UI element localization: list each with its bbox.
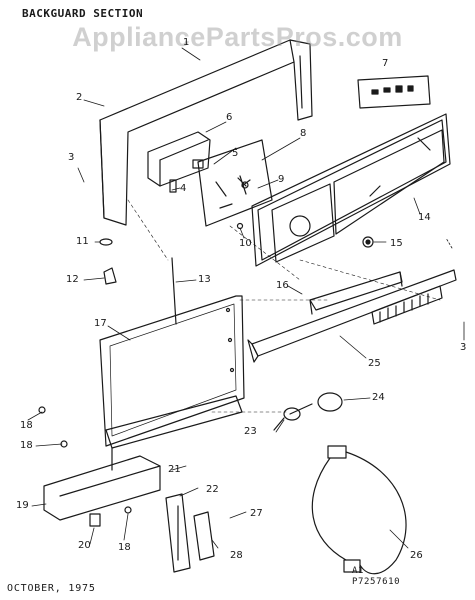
footer-code: A1 P7257610 [352, 566, 400, 588]
callout-22: 22 [206, 484, 219, 495]
part-11-washer [99, 238, 113, 246]
callout-28: 28 [230, 550, 243, 561]
part-25-trim-strip [247, 269, 457, 363]
part-12-spring [103, 267, 117, 285]
part-15-knob [362, 236, 374, 248]
callout-26: 26 [410, 550, 423, 561]
leader-lines [27, 47, 465, 549]
callout-17: 17 [94, 318, 107, 329]
part-5-clip [192, 159, 204, 169]
callout-8: 8 [300, 128, 307, 139]
callout-25: 25 [368, 358, 381, 369]
callout-10: 10 [239, 238, 252, 249]
callout-14: 14 [418, 212, 431, 223]
part-6-bracket [147, 131, 211, 187]
footer-part-number: P7257610 [352, 577, 401, 587]
part-19-end-cap [43, 455, 161, 521]
part-16-handle [309, 271, 403, 315]
callout-3b: 3 [460, 342, 467, 353]
callout-20: 20 [78, 540, 91, 551]
callout-3: 3 [68, 152, 75, 163]
callout-19: 19 [16, 500, 29, 511]
part-28-plate [193, 511, 215, 561]
callout-1: 1 [183, 37, 190, 48]
callout-18a: 18 [20, 420, 33, 431]
part-21-base-rail [105, 395, 243, 471]
part-20-fastener [89, 513, 101, 527]
callout-21: 21 [168, 464, 181, 475]
callout-2: 2 [76, 92, 83, 103]
section-title: BACKGUARD SECTION [22, 7, 144, 20]
part-17-back-panel [99, 295, 245, 447]
part-23-socket [273, 407, 301, 431]
part-24-lamp [289, 392, 343, 415]
callout-27: 27 [250, 508, 263, 519]
callout-11: 11 [76, 236, 89, 247]
callout-7: 7 [382, 58, 389, 69]
callout-6: 6 [226, 112, 233, 123]
callout-13: 13 [198, 274, 211, 285]
footer-date: OCTOBER, 1975 [7, 583, 96, 594]
watermark: AppliancePartsPros.com [72, 22, 403, 52]
callout-23: 23 [244, 426, 257, 437]
part-13-rod [171, 257, 177, 325]
callout-18b: 18 [20, 440, 33, 451]
callout-24: 24 [372, 392, 385, 403]
callout-5: 5 [232, 148, 239, 159]
part-18-screws [38, 406, 132, 514]
assembly-lines [127, 199, 441, 413]
part-14-window-panel [251, 113, 451, 267]
part-1-backguard-cover [99, 39, 313, 226]
footer-revision: A1 [352, 566, 365, 576]
part-26-power-cord [311, 445, 407, 575]
callout-15: 15 [390, 238, 403, 249]
callout-9: 9 [278, 174, 285, 185]
callout-16: 16 [276, 280, 289, 291]
part-4-clip [169, 179, 177, 193]
part-7-decal [357, 75, 431, 109]
callout-12: 12 [66, 274, 79, 285]
part-9-switch [237, 177, 251, 187]
callout-4: 4 [180, 183, 187, 194]
part-22-bracket-strip [165, 493, 191, 573]
callout-18c: 18 [118, 542, 131, 553]
